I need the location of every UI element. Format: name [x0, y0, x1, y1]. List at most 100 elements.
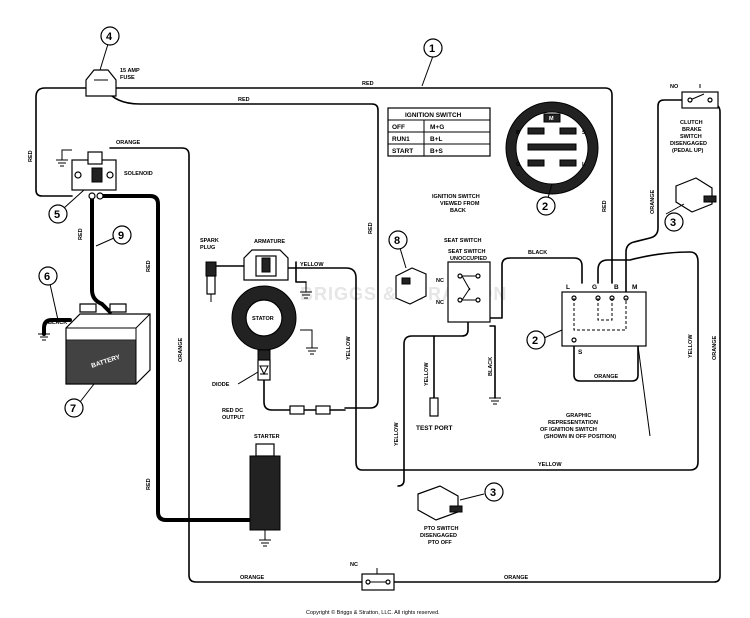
svg-text:7: 7	[70, 403, 76, 415]
connector-a	[289, 405, 305, 415]
label-orange-bottom-right: ORANGE	[504, 575, 528, 581]
wire-red-dc	[263, 379, 291, 411]
diode	[257, 359, 271, 381]
seat-ground	[489, 397, 501, 405]
svg-text:4: 4	[106, 31, 113, 43]
ignition-switch-table	[387, 107, 491, 157]
wire-black-ground	[489, 325, 496, 399]
clutch-no-label: NO	[670, 84, 679, 90]
label-orange-vertical: ORANGE	[178, 338, 184, 362]
label-orange-right: ORANGE	[712, 336, 718, 360]
callout-3-clutch: 3	[664, 203, 685, 232]
stator	[231, 285, 297, 361]
connector-b	[315, 405, 331, 415]
ign-graphic-S: S	[578, 349, 583, 356]
ignition-row-2-position: START	[392, 148, 413, 155]
seat-nc-label-2: NC	[436, 300, 444, 306]
seat-switch	[447, 261, 491, 323]
cable-red-starter	[98, 194, 252, 522]
solenoid-ground	[56, 149, 72, 167]
ignition-switch-back-view	[505, 101, 599, 195]
svg-text:2: 2	[542, 201, 548, 213]
wire-red-top	[111, 87, 613, 284]
svg-text:8: 8	[394, 235, 400, 247]
wire-red-fuse-ign	[111, 95, 379, 409]
battery	[65, 303, 151, 385]
spark-plug-label-1: SPARK	[200, 238, 219, 244]
label-black-seat: BLACK	[528, 250, 547, 256]
pto-label-1: PTO SWITCH	[424, 526, 458, 532]
wire-orange-ign	[573, 345, 639, 382]
wire-black-seat	[489, 257, 583, 319]
callout-2-graphic: 2	[526, 329, 563, 350]
graphic-rep-label-3: OF IGNITION SWITCH	[540, 427, 597, 433]
clutch-label-3: SWITCH	[680, 134, 702, 140]
armature-ground	[300, 282, 312, 299]
ignition-row-0-contacts: M+G	[430, 124, 444, 131]
label-red-second: RED	[238, 97, 250, 103]
callout-2-top: 2	[536, 183, 556, 216]
label-yellow-left: YELLOW	[394, 422, 400, 446]
label-black-ground: BLACK	[488, 357, 494, 376]
solenoid-label: SOLENOID	[124, 171, 153, 177]
yellow-armature-label: YELLOW	[300, 262, 324, 268]
label-red-starter-2: RED	[146, 478, 152, 490]
label-orange-ign: ORANGE	[594, 374, 618, 380]
pto-nc-label: NC	[350, 562, 358, 568]
ignition-row-0-position: OFF	[392, 124, 405, 131]
seat-nc-label-1: NC	[436, 278, 444, 284]
clutch-label-2: BRAKE	[682, 127, 702, 133]
seat-switch-label: SEAT SWITCH	[444, 238, 482, 244]
ignition-row-1-contacts: B+L	[430, 136, 442, 143]
svg-text:1: 1	[429, 43, 435, 55]
ign-back-M: M	[549, 116, 554, 122]
wire-red-left-fuse	[35, 87, 91, 197]
ign-back-L: L	[582, 162, 586, 168]
ignition-row-2-contacts: B+S	[430, 148, 443, 155]
cable-red-battery-solenoid	[90, 194, 112, 314]
wire-orange-solenoid	[109, 147, 363, 583]
wire-clutch-left	[625, 99, 683, 296]
copyright: Copyright © Briggs & Stratton, LLC. All …	[306, 609, 440, 616]
wire-yellow-test	[397, 321, 469, 487]
wire-yellow-right	[287, 251, 699, 471]
test-port	[429, 397, 439, 417]
svg-text:6: 6	[44, 271, 50, 283]
pto-switch-icon	[417, 485, 463, 521]
starter-label: STARTER	[254, 434, 280, 440]
ign-viewed-label-1: IGNITION SWITCH	[432, 194, 480, 200]
starter	[249, 443, 281, 547]
clutch-label-5: (PEDAL UP)	[672, 148, 704, 154]
spark-plug-label-2: PLUG	[200, 245, 215, 251]
svg-text:9: 9	[118, 230, 124, 242]
callout-6: 6	[38, 266, 59, 321]
red-dc-label-1: RED DC	[222, 408, 243, 414]
ign-graphic-B: B	[614, 284, 619, 291]
callout-5: 5	[48, 189, 85, 224]
svg-text:5: 5	[54, 209, 60, 221]
ignition-row-1-position: RUN1	[392, 136, 410, 143]
graphic-rep-label-4: (SHOWN IN OFF POSITION)	[544, 434, 616, 440]
callout-8: 8	[388, 230, 408, 269]
pto-label-2: DISENGAGED	[420, 533, 457, 539]
label-yellow-test: YELLOW	[424, 362, 430, 386]
ignition-switch-graphic	[561, 291, 647, 347]
ignition-table-title: IGNITION SWITCH	[405, 112, 462, 119]
svg-text:2: 2	[532, 335, 538, 347]
label-orange-bottom-left: ORANGE	[240, 575, 264, 581]
label-red-starter: RED	[146, 260, 152, 272]
wire-armature	[295, 261, 307, 283]
graphic-rep-label-1: GRAPHIC	[566, 413, 591, 419]
callout-1: 1	[421, 38, 443, 87]
armature-label: ARMATURE	[254, 239, 285, 245]
ign-back-S: S	[582, 130, 586, 136]
clutch-label-4: DISENGAGED	[670, 141, 707, 147]
label-orange-solenoid: ORANGE	[116, 140, 140, 146]
clutch-switch-icon	[675, 177, 717, 213]
ign-viewed-label-3: BACK	[450, 208, 466, 214]
callout-7: 7	[64, 383, 95, 418]
label-red-ign: RED	[368, 222, 374, 234]
pto-nc-switch	[361, 568, 395, 591]
svg-text:3: 3	[670, 217, 676, 229]
